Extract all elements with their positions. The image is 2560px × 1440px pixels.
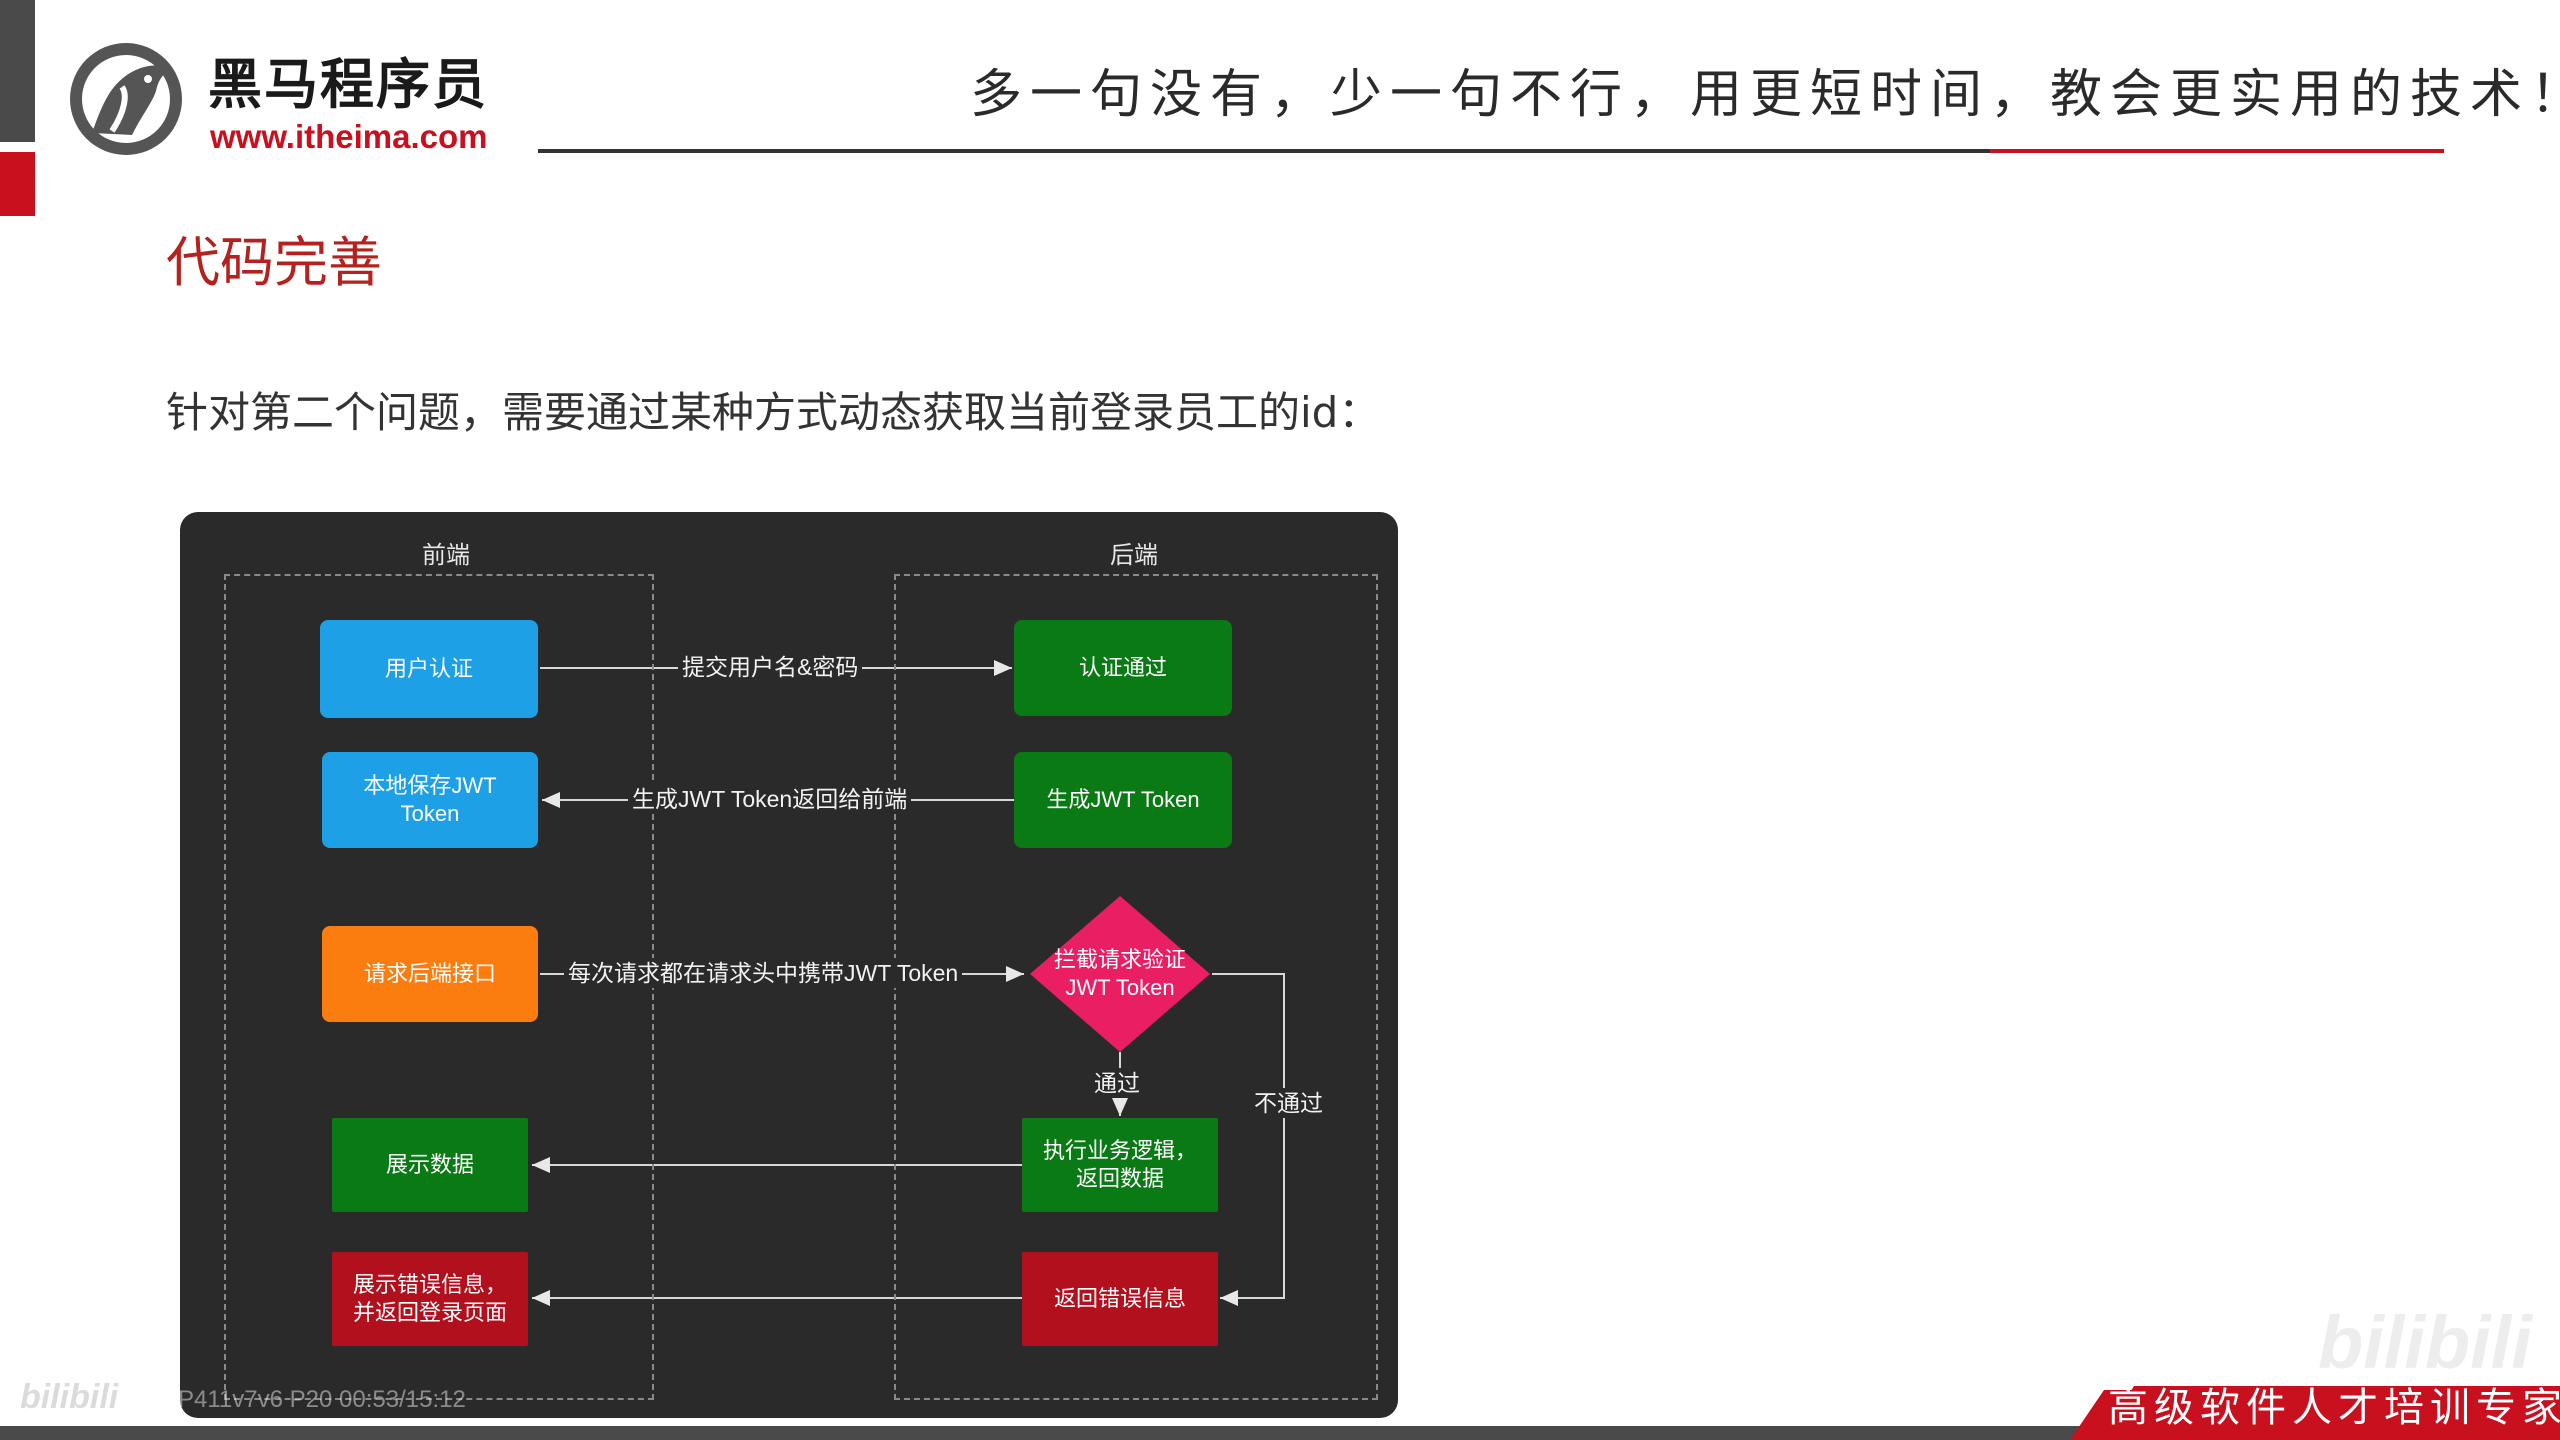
node-user-auth-label: 用户认证: [384, 656, 473, 681]
bilibili-watermark-left: bilibili: [20, 1378, 119, 1416]
left-edge-bar: [0, 0, 35, 142]
lead-text: 针对第二个问题，需要通过某种方式动态获取当前登录员工的id：: [166, 388, 1381, 437]
brand-logo: 黑马程序员 www.itheima.com: [62, 35, 502, 165]
header-divider-accent: [1990, 149, 2444, 153]
node-return-error-label: 返回错误信息: [1053, 1286, 1186, 1311]
edge-fail: [1212, 973, 1285, 1306]
node-save-jwt-label: 本地保存JWT Token: [363, 773, 497, 826]
node-request-api-label: 请求后端接口: [363, 961, 496, 986]
node-gen-jwt: 生成JWT Token: [1014, 752, 1232, 848]
node-show-error: 展示错误信息， 并返回登录页面: [332, 1252, 528, 1346]
brand-url[interactable]: www.itheima.com: [210, 118, 488, 155]
jwt-flow-diagram: 前端 后端 用户认证 本地保存JWT Token 请求后端接口 展示数据 展示错…: [180, 512, 1398, 1418]
slogan: 多一句没有，少一句不行，用更短时间，教会更实用的技术！: [970, 65, 2560, 125]
left-edge-accent: [0, 152, 35, 216]
backend-zone-title: 后端: [1110, 541, 1158, 569]
header-divider: [538, 149, 1991, 153]
frontend-zone-title: 前端: [422, 541, 470, 569]
node-return-error: 返回错误信息: [1022, 1252, 1218, 1346]
node-exec-logic: 执行业务逻辑， 返回数据: [1022, 1118, 1218, 1212]
node-show-error-label: 展示错误信息， 并返回登录页面: [352, 1272, 507, 1325]
edge-label-pass: 通过: [1090, 1068, 1144, 1098]
edge-label-carry-token: 每次请求都在请求头中携带JWT Token: [564, 958, 963, 988]
intercept-diamond-shape: [1030, 896, 1210, 1052]
node-show-data: 展示数据: [332, 1118, 528, 1212]
video-overlay-info: P411v7v6 P20 00:53/15:12: [178, 1386, 466, 1413]
page-title: 代码完善: [166, 231, 382, 294]
node-request-api: 请求后端接口: [322, 926, 538, 1022]
node-auth-passed: 认证通过: [1014, 620, 1232, 716]
node-auth-passed-label: 认证通过: [1078, 655, 1167, 680]
footer-tagline: 高级软件人才培训专家: [2108, 1385, 2560, 1431]
brand-name: 黑马程序员: [208, 53, 488, 116]
node-show-data-label: 展示数据: [385, 1152, 474, 1177]
node-user-auth: 用户认证: [320, 620, 538, 718]
node-exec-logic-label: 执行业务逻辑， 返回数据: [1042, 1138, 1197, 1191]
edge-label-submit: 提交用户名&密码: [678, 652, 863, 682]
horse-logo-icon: [70, 43, 182, 155]
node-gen-jwt-label: 生成JWT Token: [1046, 787, 1200, 812]
footer-banner-shape: [2070, 1386, 2560, 1440]
edge-label-fail: 不通过: [1250, 1088, 1327, 1118]
edge-label-return-token: 生成JWT Token返回给前端: [628, 784, 912, 814]
footer-bar: [0, 1426, 2560, 1440]
node-save-jwt: 本地保存JWT Token: [322, 752, 538, 848]
node-intercept-label: 拦截请求验证 JWT Token: [1053, 947, 1186, 1000]
bilibili-watermark-right: bilibili: [2318, 1301, 2532, 1384]
